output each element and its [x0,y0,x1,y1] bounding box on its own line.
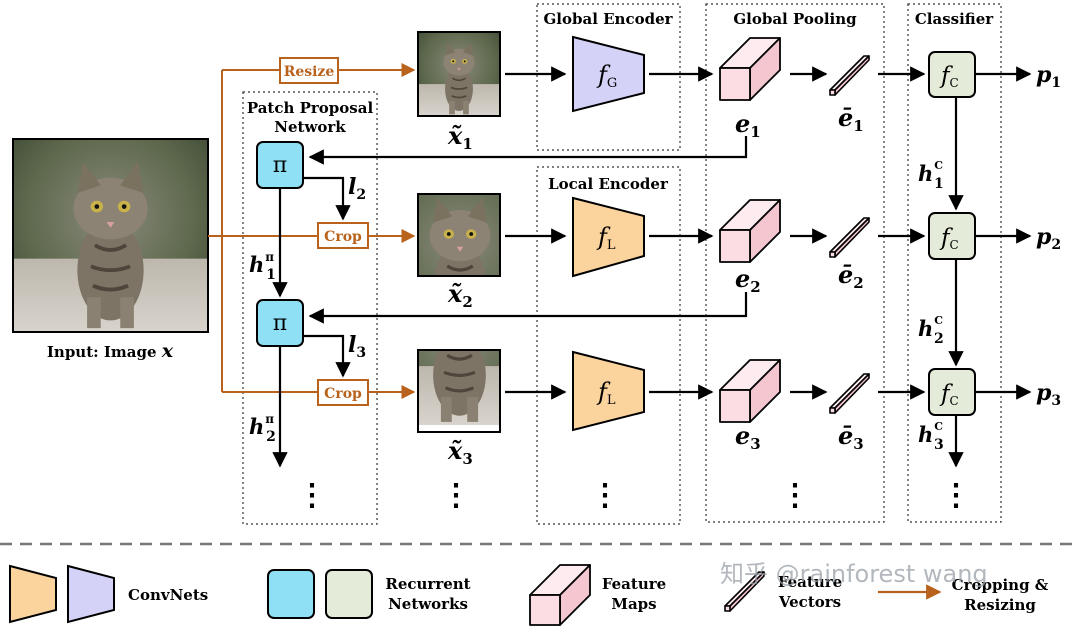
feature-vector-label-3: ē3 [838,421,864,453]
ellipsis-policy: ⋮ [297,478,327,513]
legend-crop-label-2: Resizing [964,596,1036,614]
ellipsis-encoder: ⋮ [590,478,620,513]
legend-feature-map-icon [529,564,591,626]
local-encoder-region [536,166,681,525]
legend-feature-vectors-label-1: Feature [778,573,842,591]
svg-text:Crop: Crop [324,229,362,245]
policy-cell-1: π [256,141,304,189]
crop-op-2: Crop [317,379,369,406]
ppn-title-line1: Patch Proposal [247,99,374,117]
ppn-title-line2: Network [274,118,346,136]
svg-text:fC: fC [939,381,959,408]
feature-map-label-1: e1 [735,109,761,141]
global-encoder: fG [572,35,645,113]
legend-convnet-local-icon [9,564,57,624]
legend-convnets-label: ConvNets [128,586,208,604]
legend-recurrent-classifier-icon [325,569,373,619]
resize-op: Resize [279,57,339,84]
crop-op-1: Crop [317,222,369,249]
legend: ConvNets Recurrent Networks Feature Maps… [9,564,1049,626]
location-l3: l3 [348,332,366,361]
classifier-region [907,3,1002,523]
svg-text:π: π [273,311,287,336]
patch-1-image [418,32,500,116]
local-encoder-1: fL [572,196,645,278]
feature-vector-1 [829,55,870,96]
global-encoder-region [536,3,681,151]
feature-map-1 [719,37,781,101]
feature-map-label-2: e2 [735,264,761,296]
patch-label-1: x̃1 [447,121,473,153]
feature-vector-label-1: ē1 [838,103,864,135]
classifier-3: fC [928,368,976,416]
watermark: 知乎 @rainforest wang [720,560,988,588]
classifier-title: Classifier [915,10,994,28]
input-image [13,139,208,332]
patch-label-2: x̃2 [447,279,473,311]
local-encoder-2: fL [572,350,645,432]
patch-proposal-network-region [242,91,378,525]
legend-convnet-global-icon [67,564,115,624]
classifier-2: fC [928,212,976,260]
legend-feature-vectors-label-2: Vectors [778,593,841,611]
global-encoder-title: Global Encoder [543,10,673,28]
feature-map-3 [719,359,781,423]
legend-feature-maps-label-2: Maps [611,595,656,613]
output-p1: p1 [1036,62,1061,91]
svg-text:fC: fC [939,63,959,90]
svg-text:Resize: Resize [284,64,335,80]
legend-feature-maps-label-1: Feature [602,575,666,593]
global-pooling-region [705,3,885,523]
location-l2: l2 [348,174,366,203]
feature-vector-label-2: ē2 [838,260,864,292]
legend-recurrent-label-2: Networks [388,595,468,613]
legend-recurrent-policy-icon [267,569,315,619]
local-encoder-title: Local Encoder [548,175,669,193]
legend-feature-vector-icon [724,571,765,612]
svg-text:Crop: Crop [324,386,362,402]
svg-text:fC: fC [939,225,959,252]
feature-vector-2 [829,217,870,258]
patch-2-image [418,194,500,276]
input-label: Input: Image x [47,340,174,362]
svg-text:π: π [273,153,287,178]
ellipsis-classifier: ⋮ [941,478,971,513]
global-pooling-title: Global Pooling [733,10,857,28]
output-p2: p2 [1036,224,1061,253]
classifier-1: fC [928,51,976,98]
feature-vector-3 [829,373,870,414]
feature-map-2 [719,199,781,263]
patch-label-3: x̃3 [447,436,473,468]
legend-crop-label-1: Cropping & [952,576,1049,594]
ellipsis-patch: ⋮ [441,478,471,513]
output-p3: p3 [1036,380,1061,409]
ellipsis-pooling: ⋮ [780,478,810,513]
legend-recurrent-label-1: Recurrent [385,575,470,593]
feature-map-label-3: e3 [735,421,761,453]
policy-cell-2: π [256,299,304,347]
